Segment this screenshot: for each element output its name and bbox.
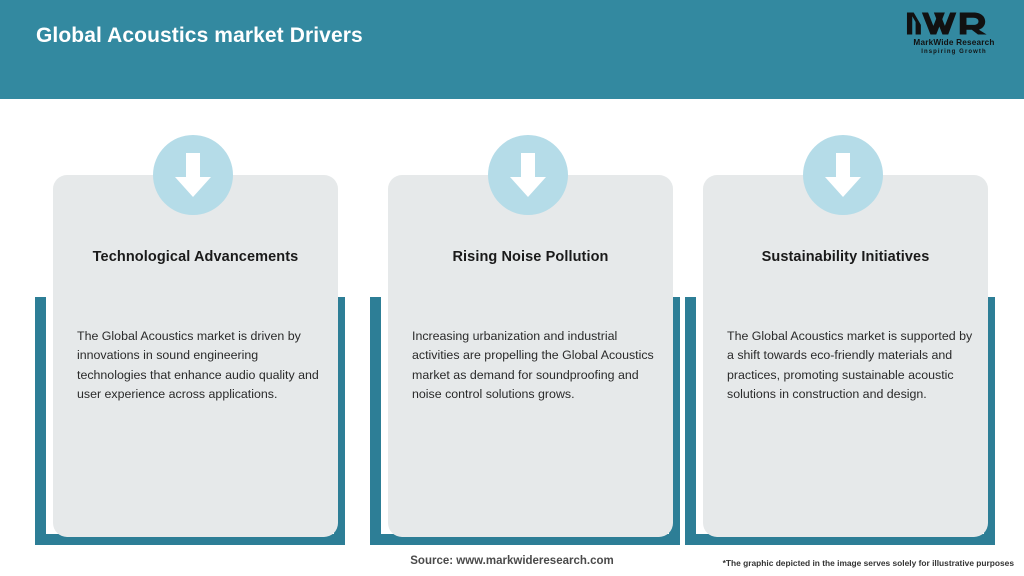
down-arrow-icon [488, 135, 568, 215]
card-title: Technological Advancements [92, 249, 299, 265]
card-title: Rising Noise Pollution [452, 249, 609, 265]
card-frame-accent [35, 297, 345, 545]
driver-card: Technological Advancements The Global Ac… [35, 99, 345, 549]
drivers-card-row: Technological Advancements The Global Ac… [0, 99, 1024, 549]
page-header: Global Acoustics market Drivers MarkWide… [0, 0, 1024, 99]
logo-tagline: Inspiring Growth [921, 49, 987, 56]
down-arrow-glyph [175, 153, 211, 197]
card-panel [703, 175, 988, 537]
card-frame-accent [370, 297, 680, 545]
card-panel [53, 175, 338, 537]
source-label: Source: www.markwideresearch.com [410, 555, 614, 567]
down-arrow-glyph [510, 153, 546, 197]
driver-card: Rising Noise Pollution Increasing urbani… [370, 99, 680, 549]
markwide-research-logo: MarkWide Research Inspiring Growth [900, 8, 1008, 60]
disclaimer-note: *The graphic depicted in the image serve… [722, 558, 1014, 568]
down-arrow-glyph [825, 153, 861, 197]
card-frame-accent [685, 297, 995, 545]
logo-company-name: MarkWide Research [913, 38, 995, 47]
driver-card: Sustainability Initiatives The Global Ac… [685, 99, 995, 549]
down-arrow-icon [803, 135, 883, 215]
mwr-logo-mark [906, 12, 987, 35]
card-description: The Global Acoustics market is driven by… [77, 329, 319, 401]
card-title: Sustainability Initiatives [761, 249, 930, 265]
card-panel [388, 175, 673, 537]
card-description: The Global Acoustics market is supported… [727, 329, 973, 401]
page-title: Global Acoustics market Drivers [36, 24, 363, 47]
down-arrow-icon [153, 135, 233, 215]
card-description: Increasing urbanization and industrial a… [412, 329, 654, 401]
